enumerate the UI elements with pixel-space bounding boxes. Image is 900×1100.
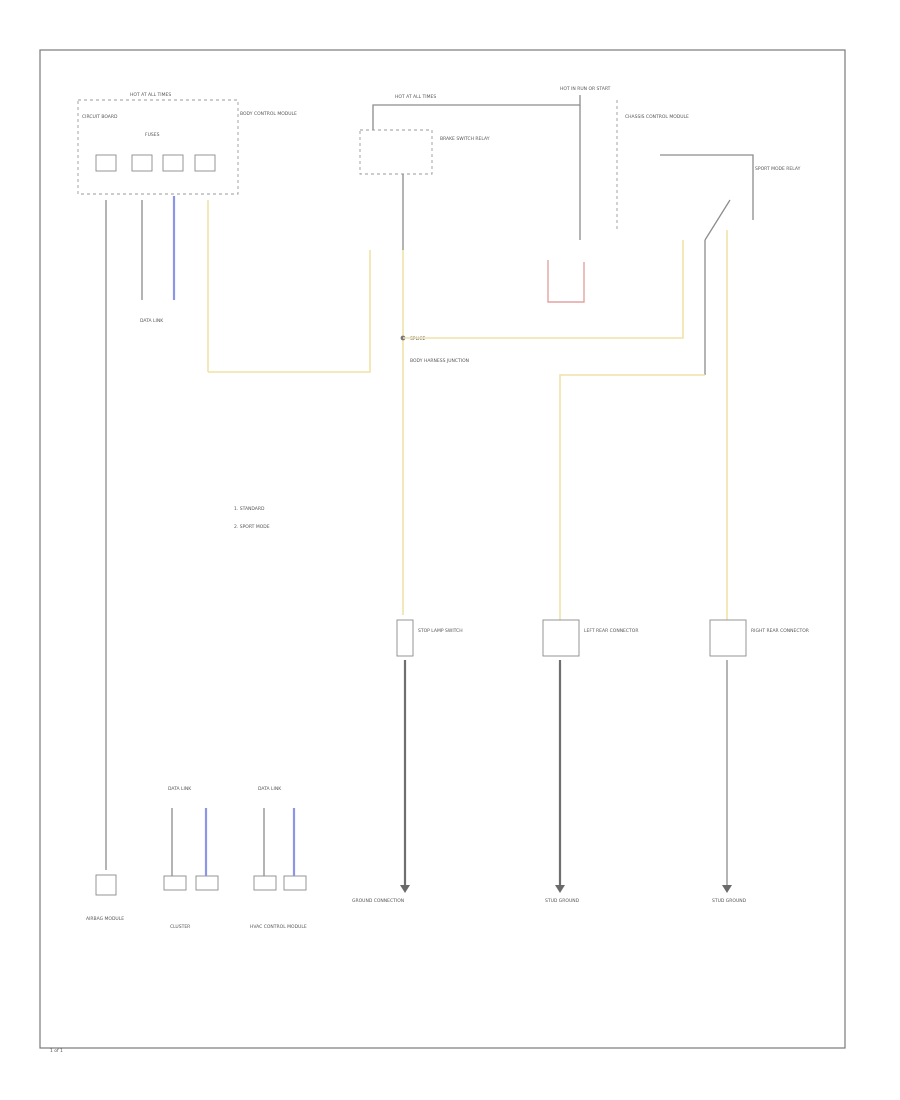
page-id: 1 of 1 [50,1048,63,1054]
data-link-2-label: DATA LINK [168,786,192,792]
fuse-box-left-pins [95,154,216,172]
relay-right-label: CHASSIS CONTROL MODULE [625,114,689,120]
hvac-pin-2 [283,875,307,891]
ground-main-label: GROUND CONNECTION [352,898,404,904]
diagram-frame [39,49,846,1049]
ground-main-icon [400,885,410,893]
ground-left-icon [555,885,565,893]
left-conn-label: LEFT REAR CONNECTOR [584,628,638,634]
airbag-module-box [95,874,117,896]
legend-item-2: 2. SPORT MODE [234,524,270,530]
body-control-label: BODY CONTROL MODULE [240,111,297,117]
left-conn-box [542,619,580,657]
cbcm-sub-label: FUSES [145,132,160,138]
fuse-group-mid-label: HOT AT ALL TIMES [395,94,436,100]
splice-label: SPLICE [410,336,426,342]
right-conn-box [709,619,747,657]
wire-yellow-left-to-mid [208,250,371,373]
fuse-box-left [77,99,239,195]
fuse-group-right-label: HOT IN RUN OR START [560,86,611,92]
hvac-label: HVAC CONTROL MODULE [250,924,307,930]
cluster-pin-2 [195,875,219,891]
wire-top-bus [372,95,581,130]
ground-right-label: STUD GROUND [712,898,747,904]
relay-far-contact [704,199,731,241]
relay-mid-label: BRAKE SWITCH RELAY [440,136,490,142]
ground-left-label: STUD GROUND [545,898,580,904]
relay-mid-box [359,129,433,175]
hvac-pin-1 [253,875,277,891]
data-link-3-label: DATA LINK [258,786,282,792]
legend: 1. STANDARD 2. SPORT MODE [234,506,270,530]
stop-switch-label: STOP LAMP SWITCH [418,628,463,634]
cluster-label: CLUSTER [170,924,190,930]
cbcm-label: CIRCUIT BOARD [82,114,118,120]
wire-red-loop [547,260,585,303]
wire-yellow-to-left-conn [559,374,705,620]
wire-far-right-top [660,154,754,220]
ground-right-icon [722,885,732,893]
connector-main-label: BODY HARNESS JUNCTION [410,358,469,364]
relay-far-label: SPORT MODE RELAY [755,166,801,172]
airbag-label: AIRBAG MODULE [86,916,124,922]
stop-switch-box [396,619,414,657]
cluster-pin-1 [163,875,187,891]
data-link-1-label: DATA LINK [140,318,164,324]
legend-item-1: 1. STANDARD [234,506,265,512]
wire-yellow-splice-right [403,240,684,339]
right-conn-label: RIGHT REAR CONNECTOR [751,628,809,634]
fuse-group-left-label: HOT AT ALL TIMES [130,92,171,98]
